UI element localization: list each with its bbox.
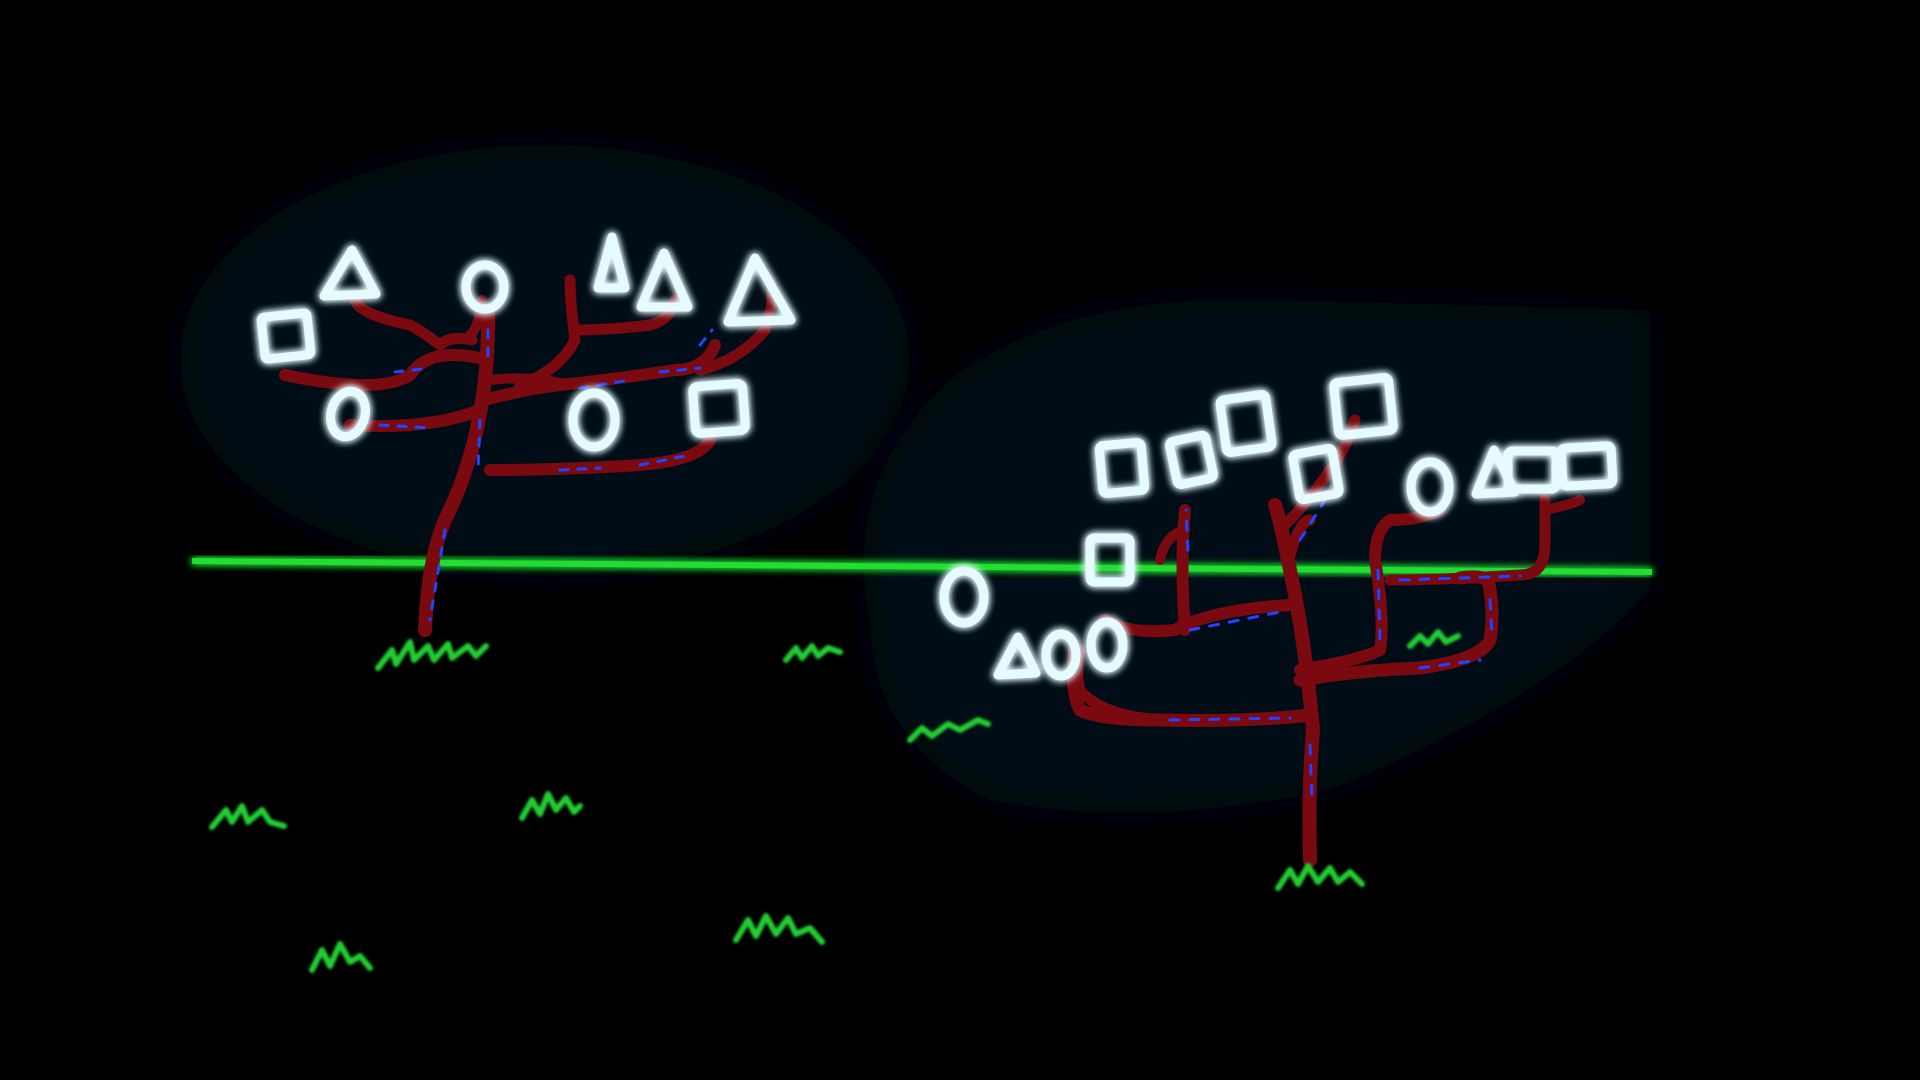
fruit-circle-icon xyxy=(939,566,989,628)
fruit-square-icon xyxy=(256,308,316,364)
left-tree-fruits xyxy=(256,232,796,452)
grass-tuft-icon xyxy=(733,913,825,945)
grass xyxy=(209,629,1461,973)
grass-tuft-icon xyxy=(1275,863,1365,891)
fruit-circle-icon xyxy=(1041,629,1081,681)
left-tree-branch xyxy=(344,404,486,432)
right-tree-branch xyxy=(1099,599,1296,638)
left-tree-branch xyxy=(349,294,478,351)
grass-tuft-icon xyxy=(519,791,583,821)
grass-tuft-icon xyxy=(783,643,843,663)
right-tree-fruits xyxy=(939,373,1618,681)
fruit-square-icon xyxy=(1165,430,1218,490)
fruit-circle-icon xyxy=(1086,617,1128,673)
fruit-circle-icon xyxy=(1406,457,1454,517)
fruit-square-icon xyxy=(1503,446,1561,494)
fruit-circle-icon xyxy=(326,386,370,442)
fruit-triangle-icon xyxy=(319,245,381,301)
left-tree-branch xyxy=(514,274,581,391)
fruit-square-icon xyxy=(1288,444,1344,504)
fruit-circle-icon xyxy=(568,388,620,452)
fruit-triangle-icon xyxy=(993,632,1041,680)
left-tree-branch-accents xyxy=(378,328,714,622)
grass-tuft-icon xyxy=(209,803,287,830)
right-tree-branch xyxy=(1384,494,1551,586)
fruit-circle-icon xyxy=(461,260,509,314)
fruit-triangle-icon xyxy=(636,248,693,312)
fruit-square-icon xyxy=(1329,373,1398,440)
fruit-triangle-icon xyxy=(723,253,796,327)
right-tree-branch-accents xyxy=(1168,498,1522,802)
fruit-square-icon xyxy=(688,379,750,438)
grass-tuft-icon xyxy=(907,717,991,743)
left-tree xyxy=(256,232,796,637)
fruit-square-icon xyxy=(1094,438,1150,498)
left-tree-aura xyxy=(180,145,910,575)
right-tree-branch xyxy=(1540,495,1585,515)
grass-tuft-icon xyxy=(309,941,373,973)
fruit-square-icon xyxy=(1085,533,1135,587)
left-tree-branch xyxy=(484,434,716,476)
left-tree-trunk xyxy=(418,303,496,637)
left-tree-branch xyxy=(479,339,721,406)
right-tree-branches xyxy=(1066,414,1585,867)
right-tree-branch xyxy=(1176,504,1191,636)
right-tree xyxy=(939,373,1618,867)
fruit-triangle-icon xyxy=(593,232,630,293)
grass-tuft-icon xyxy=(1407,629,1461,649)
grass-tuft-icon xyxy=(375,639,489,671)
fruit-square-icon xyxy=(1556,441,1618,491)
left-tree-branch xyxy=(694,324,771,376)
left-tree-branch xyxy=(279,349,494,391)
right-tree-branch xyxy=(1284,514,1316,561)
right-tree-aura xyxy=(863,299,1650,813)
fruit-square-icon xyxy=(1215,390,1277,457)
glow-auras xyxy=(180,145,1650,813)
right-tree-branch xyxy=(1155,525,1190,565)
